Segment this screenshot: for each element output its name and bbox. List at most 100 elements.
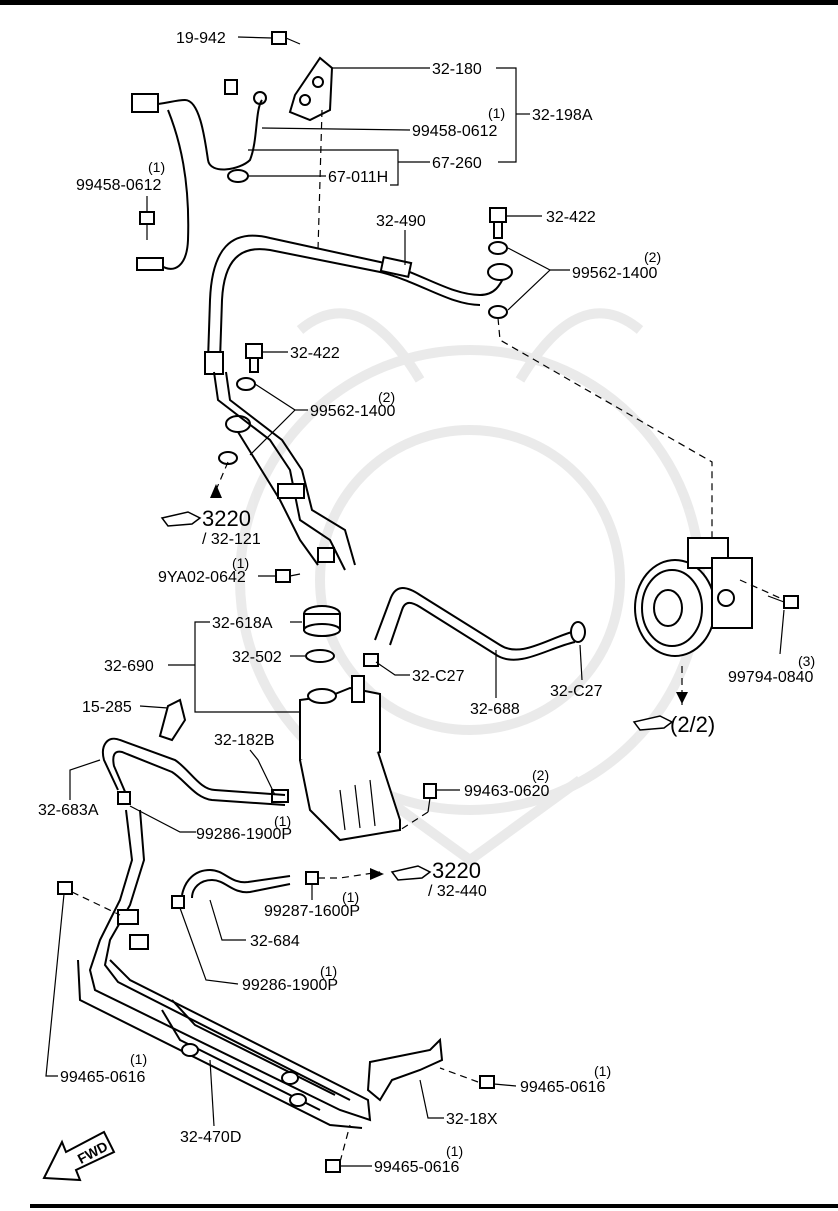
ref-3220-lower-sub: / 32-440 [428,883,487,900]
fwd-arrow: FWD [42,1130,116,1182]
bracket-32-18X [366,1037,444,1102]
ref-pointer-3220-lower [370,865,432,881]
pressure-wire [134,98,263,171]
callout-32-690: 32-690 [104,658,154,675]
callout-19-942: 19-942 [176,30,226,47]
clamp-99286-lower [171,895,185,909]
ref-3220-upper-main[interactable]: 3220 [202,506,251,531]
callout-32-18X: 32-18X [446,1111,498,1128]
pressure-wire-lower [159,109,190,270]
arrow-right-icon [370,868,384,880]
callout-99458-lower: 99458-0612 [76,177,162,194]
callout-99286-lower: 99286-1900P [242,977,338,994]
pressure-hose-outer [207,234,506,361]
ref-pointer-3220-upper [160,484,222,527]
callout-32-490: 32-490 [376,213,426,230]
bolt-99463 [423,783,437,813]
callout-32-198A: 32-198A [532,107,593,124]
callout-99465-right: 99465-0616 [520,1079,606,1096]
callout-15-285: 15-285 [82,699,132,716]
fwd-arrow-icon [42,1130,116,1182]
callout-99287-1600P: 99287-1600P [264,903,360,920]
bolt-9YA02 [275,569,301,583]
pressure-connector [131,93,159,113]
callout-67-260: 67-260 [432,155,482,172]
qty-9YA02: (1) [232,555,249,571]
arrow-up-icon [210,484,222,498]
bolt-99794 [767,595,799,609]
bolt-99465-right [479,1075,495,1089]
clamp-99287 [305,871,319,885]
qty-99465-right: (1) [594,1063,611,1079]
callout-99562-lower: 99562-1400 [310,403,396,420]
power-steering-pump [634,537,753,657]
hose-fitting-32-490 [379,256,413,278]
qty-99465-bottom: (1) [446,1143,463,1159]
leader-lines [45,36,785,1167]
hose-32-683A-b [112,750,286,806]
callout-32-422-upper: 32-422 [546,209,596,226]
callout-99562-upper: 99562-1400 [572,265,658,282]
callout-32-618A: 32-618A [212,615,273,632]
qty-99286-upper: (1) [274,813,291,829]
pipe-bracket [317,547,335,563]
suction-hose-b [389,601,576,661]
pointing-hand-icon [390,865,432,881]
clamp-99286-upper [117,791,131,805]
callout-99286-upper: 99286-1900P [196,826,292,843]
callout-67-011H: 67-011H [328,169,388,186]
callout-32-C27-pump: 32-C27 [550,683,603,700]
banjo-fitting-upper [487,263,513,281]
hose-clamp-tank [363,653,379,667]
callout-99463-0620: 99463-0620 [464,783,550,800]
qty-99286-lower: (1) [320,963,337,979]
callout-99458-upper: 99458-0612 [412,123,498,140]
reference-labels: 3220 / 32-121 (2/2) 3220 / 32-440 [202,506,715,900]
washer-upper-b [488,305,508,319]
ref-3220-upper-sub: / 32-121 [202,531,261,548]
ref-2-2-main[interactable]: (2/2) [670,712,715,737]
pressure-hose-inner [219,248,481,361]
qty-99458-lower: (1) [148,159,165,175]
reservoir-cap [303,605,341,637]
clip-upper [224,79,267,105]
bolt-99465-left [57,881,73,895]
pipe-clip [277,483,305,499]
washer-upper-a [488,241,508,255]
washer-lower-a [236,377,256,391]
return-pipe-a [213,371,346,571]
hose-fitting-lower [204,351,224,375]
pointing-hand-icon [632,715,674,731]
return-pipe-c [237,431,319,566]
hose-clamp-pump [570,621,586,643]
ref-3220-lower-main[interactable]: 3220 [432,858,481,883]
pressure-sensor [136,257,164,271]
bolt-32-422-lower [245,343,263,373]
hose-32-684-b [191,878,291,899]
callout-32-688: 32-688 [470,701,520,718]
top-border [0,0,838,5]
callout-32-422-lower: 32-422 [290,345,340,362]
callout-32-180: 32-180 [432,61,482,78]
oil-cooler-32-470D [77,809,372,1129]
qty-99287: (1) [342,889,359,905]
suction-hose-a [374,587,573,651]
callout-9YA02-0642: 9YA02-0642 [158,569,246,586]
pointing-hand-icon [160,511,202,527]
callout-labels: 19-942 32-180 32-198A (1) 99458-0612 67-… [38,30,815,1176]
qty-99463: (2) [532,767,549,783]
bolt-99458-lower [139,211,155,240]
ref-pointer-2-2 [632,692,688,731]
callout-99465-bottom: 99465-0616 [374,1159,460,1176]
callout-99794-0840: 99794-0840 [728,669,814,686]
bolt-19-942 [271,31,301,45]
callout-32-470D: 32-470D [180,1129,241,1146]
qty-99794: (3) [798,653,815,669]
clamp-67-011H [227,169,249,183]
bottom-border [30,1204,838,1208]
reservoir-tank [299,675,401,842]
qty-99458-upper: (1) [488,105,505,121]
clamp-32-182B [271,789,289,803]
washer-lower-b [218,451,238,465]
